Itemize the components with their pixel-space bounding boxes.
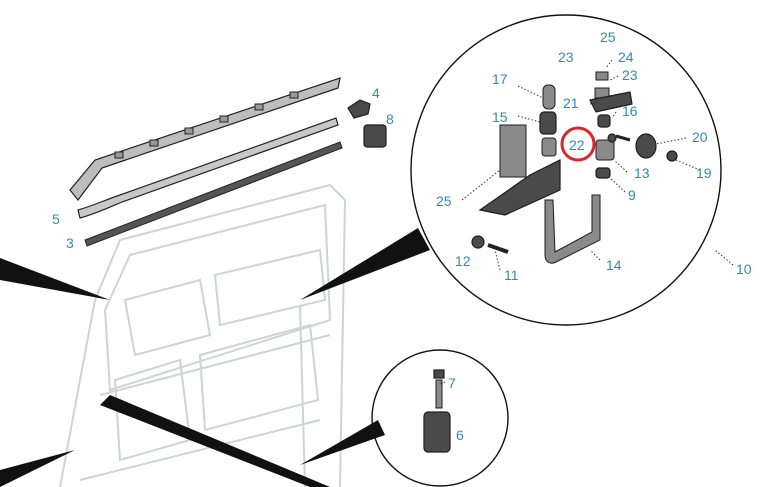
callout-13: 13 xyxy=(634,165,650,181)
callout-16: 16 xyxy=(622,103,638,119)
callout-20: 20 xyxy=(692,129,708,145)
callout-15: 15 xyxy=(492,109,508,125)
callout-5: 5 xyxy=(52,211,60,227)
callout-25-bottom: 25 xyxy=(436,193,452,209)
callout-6: 6 xyxy=(456,427,464,443)
callout-4: 4 xyxy=(372,85,380,101)
callout-3: 3 xyxy=(66,235,74,251)
callout-12: 12 xyxy=(455,253,471,269)
callout-9: 9 xyxy=(628,187,636,203)
callout-10: 10 xyxy=(736,261,752,277)
callout-14: 14 xyxy=(606,257,622,273)
callout-22: 22 xyxy=(569,137,585,153)
latch-detail-circle xyxy=(0,349,509,487)
seal-strips-drawing xyxy=(69,77,387,247)
callout-8: 8 xyxy=(386,111,394,127)
callout-21: 21 xyxy=(563,95,579,111)
callout-19: 19 xyxy=(696,165,712,181)
callout-23-left: 23 xyxy=(558,49,574,65)
callout-17: 17 xyxy=(492,71,508,87)
callout-11: 11 xyxy=(504,267,519,283)
callout-25-top: 25 xyxy=(600,29,616,45)
callout-labels: 25 24 23 23 17 21 16 15 22 20 13 19 9 25… xyxy=(52,29,752,443)
callout-24: 24 xyxy=(618,49,634,65)
callout-23-right: 23 xyxy=(622,67,638,83)
callout-7: 7 xyxy=(448,375,456,391)
highlight-ring xyxy=(560,126,596,162)
hinge-detail-circle xyxy=(0,14,734,326)
